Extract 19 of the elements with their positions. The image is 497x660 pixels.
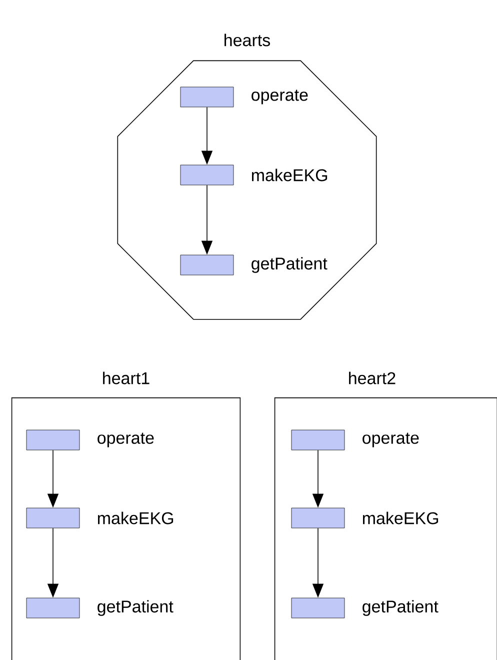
process-box: operate xyxy=(291,430,419,450)
node-label: hearts xyxy=(224,34,270,46)
node-label: operate xyxy=(98,432,154,448)
process-box: getPatient xyxy=(26,598,174,618)
node-label: makeEKG xyxy=(362,512,438,524)
node-label: operate xyxy=(252,90,308,104)
node-label: makeEKG xyxy=(98,512,174,524)
node-label: makeEKG xyxy=(252,168,328,182)
process-box: getPatient xyxy=(180,254,328,276)
process-box: makeEKG xyxy=(26,508,174,528)
node-label: operate xyxy=(362,432,419,448)
process-box: operate xyxy=(26,430,154,450)
process-box: makeEKG xyxy=(180,164,328,186)
process-box: getPatient xyxy=(291,598,438,618)
node-label: getPatient xyxy=(252,257,328,273)
process-box: makeEKG xyxy=(291,508,438,528)
process-box: operate xyxy=(180,86,308,108)
node-label: getPatient xyxy=(362,600,438,616)
node-label: getPatient xyxy=(98,600,174,616)
